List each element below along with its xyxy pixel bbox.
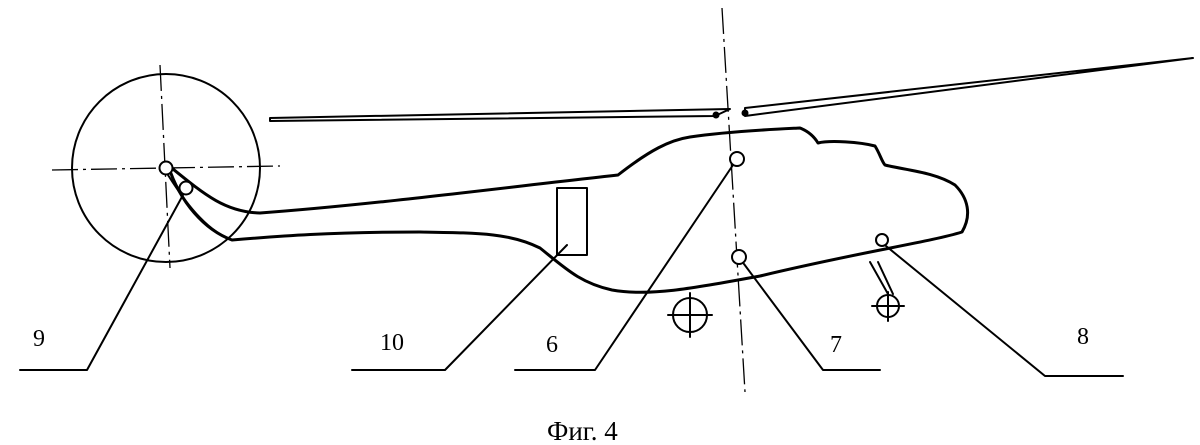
point-9-lower <box>178 180 194 196</box>
main-rotor-blade-left <box>269 108 731 122</box>
label-6: 6 <box>546 332 558 358</box>
tail-boom-inner <box>167 174 233 241</box>
label-9: 9 <box>33 326 45 352</box>
main-rotor-blade-right <box>744 57 1194 117</box>
point-9-upper <box>158 160 174 176</box>
tail-rotor-disc <box>71 73 261 263</box>
label-10: 10 <box>380 330 404 356</box>
label-8: 8 <box>1077 324 1089 350</box>
leader-6 <box>514 164 734 371</box>
leader-8 <box>885 245 1124 377</box>
label-7: 7 <box>830 332 842 358</box>
front-gear-strut <box>869 261 889 295</box>
leader-9 <box>19 194 184 371</box>
point-8 <box>875 233 889 247</box>
point-6 <box>729 151 745 167</box>
front-gear-strut-2 <box>877 261 894 295</box>
rotor-axis <box>721 7 746 393</box>
equipment-block-10 <box>556 187 588 256</box>
rotor-hub-left <box>712 111 720 119</box>
front-landing-gear <box>869 261 905 322</box>
leader-7 <box>743 263 881 371</box>
figure-caption: Фиг. 4 <box>547 416 618 445</box>
rotor-hub-right <box>741 109 749 117</box>
fuselage-outline <box>166 126 970 294</box>
leader-10 <box>351 244 568 371</box>
main-landing-gear <box>667 292 713 338</box>
main-rotor <box>269 57 1194 122</box>
point-7 <box>731 249 747 265</box>
